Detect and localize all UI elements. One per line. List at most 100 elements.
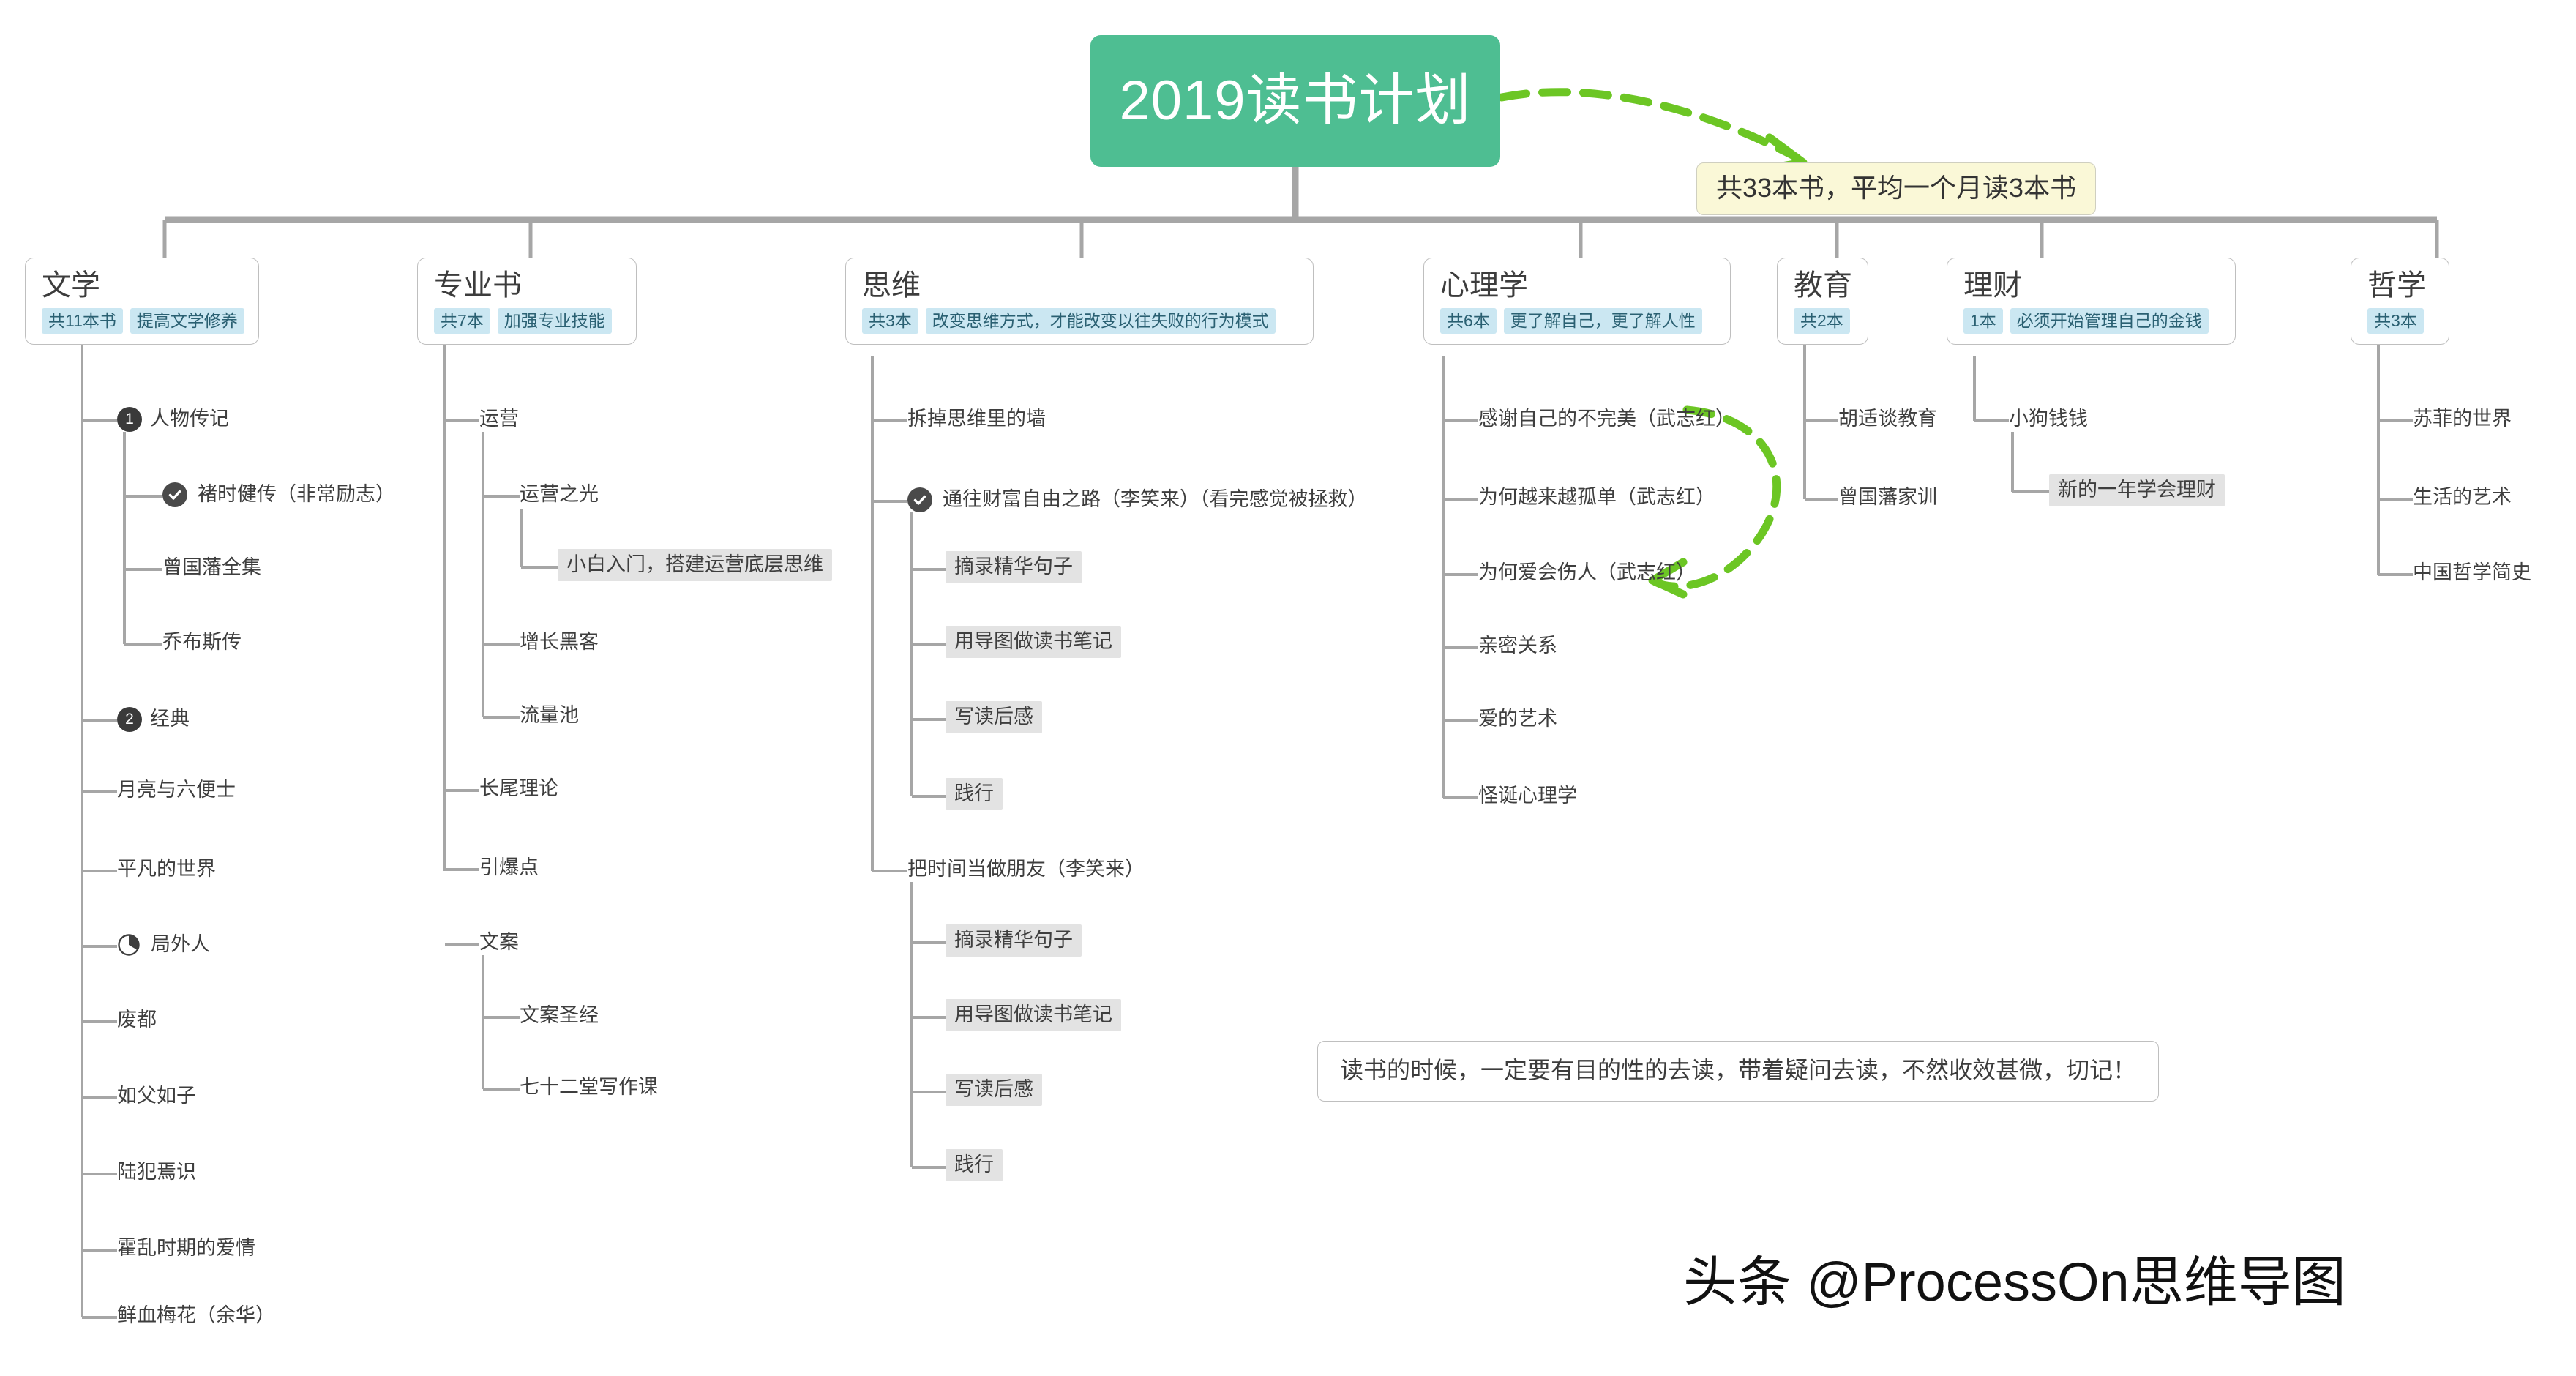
list-item[interactable]: 用导图做读书笔记 bbox=[946, 999, 1121, 1032]
list-item-label: 践行 bbox=[954, 782, 994, 804]
branch-tag: 改变思维方式，才能改变以往失败的行为模式 bbox=[925, 308, 1276, 334]
branch-header-education[interactable]: 教育 共2本 bbox=[1777, 258, 1868, 345]
list-item[interactable]: 引爆点 bbox=[479, 856, 539, 879]
list-item[interactable]: 践行 bbox=[946, 778, 1003, 811]
branch-title: 专业书 bbox=[434, 269, 522, 302]
list-item[interactable]: 陆犯焉识 bbox=[117, 1161, 196, 1184]
list-item-label: 陆犯焉识 bbox=[117, 1161, 196, 1183]
list-item[interactable]: 1 人物传记 bbox=[117, 407, 229, 432]
list-item[interactable]: 苏菲的世界 bbox=[2413, 408, 2512, 430]
list-item[interactable]: 把时间当做朋友（李笑来） bbox=[907, 858, 1145, 880]
list-item-label: 拆掉思维里的墙 bbox=[907, 408, 1046, 430]
root-node[interactable]: 2019读书计划 bbox=[1090, 35, 1500, 167]
list-item[interactable]: 局外人 bbox=[117, 933, 210, 957]
list-item[interactable]: 运营 bbox=[479, 408, 519, 430]
list-item[interactable]: 中国哲学简史 bbox=[2413, 561, 2531, 584]
branch-tags: 共7本 加强专业技能 bbox=[434, 308, 623, 334]
list-item[interactable]: 通往财富自由之路（李笑来）（看完感觉被拯救） bbox=[907, 487, 1368, 512]
list-item-label: 为何爱会伤人（武志红） bbox=[1478, 561, 1696, 583]
branch-tag: 共3本 bbox=[2367, 308, 2424, 334]
green-arrow-to-callout bbox=[1497, 88, 1808, 173]
list-item-label: 摘录精华句子 bbox=[954, 929, 1073, 951]
branch-tag: 必须开始管理自己的金钱 bbox=[2010, 308, 2209, 334]
list-item[interactable]: 如父如子 bbox=[117, 1085, 196, 1107]
branch-header-finance[interactable]: 理财 1本 必须开始管理自己的金钱 bbox=[1947, 258, 2236, 345]
list-item[interactable]: 亲密关系 bbox=[1478, 635, 1557, 657]
list-item[interactable]: 曾国藩家训 bbox=[1838, 486, 1937, 509]
list-item[interactable]: 小狗钱钱 bbox=[2009, 408, 2088, 430]
list-item[interactable]: 摘录精华句子 bbox=[946, 924, 1082, 957]
branch-header-psychology[interactable]: 心理学 共6本 更了解自己，更了解人性 bbox=[1423, 258, 1731, 345]
branch-header-professional[interactable]: 专业书 共7本 加强专业技能 bbox=[417, 258, 637, 345]
summary-callout[interactable]: 共33本书，平均一个月读3本书 bbox=[1696, 162, 2097, 215]
branch-tag: 共2本 bbox=[1794, 308, 1850, 334]
list-item-label: 文案 bbox=[479, 931, 519, 953]
list-item-label: 用导图做读书笔记 bbox=[954, 630, 1112, 652]
list-item[interactable]: 怪诞心理学 bbox=[1478, 785, 1577, 807]
summary-callout-text: 共33本书，平均一个月读3本书 bbox=[1716, 173, 2077, 203]
list-item[interactable]: 2 经典 bbox=[117, 707, 190, 732]
list-item[interactable]: 小白入门，搭建运营底层思维 bbox=[558, 549, 832, 582]
list-item[interactable]: 平凡的世界 bbox=[117, 858, 216, 880]
list-item[interactable]: 爱的艺术 bbox=[1478, 708, 1557, 730]
list-item[interactable]: 褚时健传（非常励志） bbox=[162, 482, 395, 507]
list-item-label: 乔布斯传 bbox=[162, 631, 242, 653]
list-item[interactable]: 拆掉思维里的墙 bbox=[907, 408, 1046, 430]
watermark: 头条 @ProcessOn思维导图 bbox=[1683, 1252, 2346, 1312]
list-item[interactable]: 用导图做读书笔记 bbox=[946, 626, 1121, 659]
list-item-label: 废都 bbox=[117, 1009, 157, 1031]
list-item[interactable]: 写读后感 bbox=[946, 701, 1042, 734]
list-item[interactable]: 霍乱时期的爱情 bbox=[117, 1237, 255, 1260]
list-item-label: 践行 bbox=[954, 1153, 994, 1175]
branch-title: 文学 bbox=[42, 269, 100, 302]
branch-tag: 更了解自己，更了解人性 bbox=[1503, 308, 1702, 334]
list-item-label: 胡适谈教育 bbox=[1838, 408, 1937, 430]
branch-header-philosophy[interactable]: 哲学 共3本 bbox=[2351, 258, 2449, 345]
list-item[interactable]: 运营之光 bbox=[520, 483, 599, 506]
list-item-label: 感谢自己的不完美（武志红） bbox=[1478, 408, 1735, 430]
list-item-label: 月亮与六便士 bbox=[117, 779, 236, 801]
list-item-label: 运营之光 bbox=[520, 483, 599, 505]
list-item-label: 中国哲学简史 bbox=[2413, 561, 2531, 583]
list-item[interactable]: 新的一年学会理财 bbox=[2049, 474, 2225, 507]
list-item[interactable]: 为何越来越孤单（武志红） bbox=[1478, 486, 1715, 509]
reading-tip-note[interactable]: 读书的时候，一定要有目的性的去读，带着疑问去读，不然收效甚微，切记！ bbox=[1317, 1041, 2160, 1102]
list-item[interactable]: 为何爱会伤人（武志红） bbox=[1478, 561, 1696, 584]
list-item[interactable]: 感谢自己的不完美（武志红） bbox=[1478, 408, 1735, 430]
list-item-label: 小白入门，搭建运营底层思维 bbox=[566, 553, 823, 575]
list-item[interactable]: 乔布斯传 bbox=[162, 631, 242, 654]
list-item[interactable]: 七十二堂写作课 bbox=[520, 1076, 658, 1099]
list-item-label: 长尾理论 bbox=[479, 777, 558, 799]
branch-title: 哲学 bbox=[2367, 269, 2426, 302]
list-item[interactable]: 摘录精华句子 bbox=[946, 551, 1082, 584]
list-item-label: 小狗钱钱 bbox=[2009, 408, 2088, 430]
list-item-label: 褚时健传（非常励志） bbox=[198, 483, 395, 506]
branch-title: 理财 bbox=[1963, 269, 2022, 302]
branch-header-thinking[interactable]: 思维 共3本 改变思维方式，才能改变以往失败的行为模式 bbox=[845, 258, 1314, 345]
branch-title: 教育 bbox=[1794, 269, 1852, 302]
list-item[interactable]: 增长黑客 bbox=[520, 631, 599, 654]
list-item[interactable]: 长尾理论 bbox=[479, 777, 558, 800]
list-item[interactable]: 写读后感 bbox=[946, 1074, 1042, 1107]
list-item[interactable]: 文案圣经 bbox=[520, 1004, 599, 1027]
reading-tip-text: 读书的时候，一定要有目的性的去读，带着疑问去读，不然收效甚微，切记！ bbox=[1340, 1057, 2137, 1083]
list-item[interactable]: 月亮与六便士 bbox=[117, 779, 236, 801]
list-item[interactable]: 曾国藩全集 bbox=[162, 556, 261, 579]
list-item[interactable]: 文案 bbox=[479, 931, 519, 954]
branch-tags: 共2本 bbox=[1794, 308, 1854, 334]
list-item[interactable]: 鲜血梅花（余华） bbox=[117, 1304, 275, 1327]
list-item-label: 增长黑客 bbox=[520, 631, 599, 653]
list-item-label: 鲜血梅花（余华） bbox=[117, 1304, 275, 1326]
list-item[interactable]: 生活的艺术 bbox=[2413, 486, 2512, 509]
list-item[interactable]: 践行 bbox=[946, 1149, 1003, 1182]
list-item-label: 怪诞心理学 bbox=[1478, 785, 1577, 807]
list-item[interactable]: 流量池 bbox=[520, 704, 579, 727]
list-item-label: 摘录精华句子 bbox=[954, 556, 1073, 577]
branch-tag: 共11本书 bbox=[42, 308, 123, 334]
branch-header-literature[interactable]: 文学 共11本书 提高文学修养 bbox=[25, 258, 259, 345]
list-item[interactable]: 废都 bbox=[117, 1009, 157, 1031]
branch-tags: 共6本 更了解自己，更了解人性 bbox=[1440, 308, 1717, 334]
list-item[interactable]: 胡适谈教育 bbox=[1838, 408, 1937, 430]
